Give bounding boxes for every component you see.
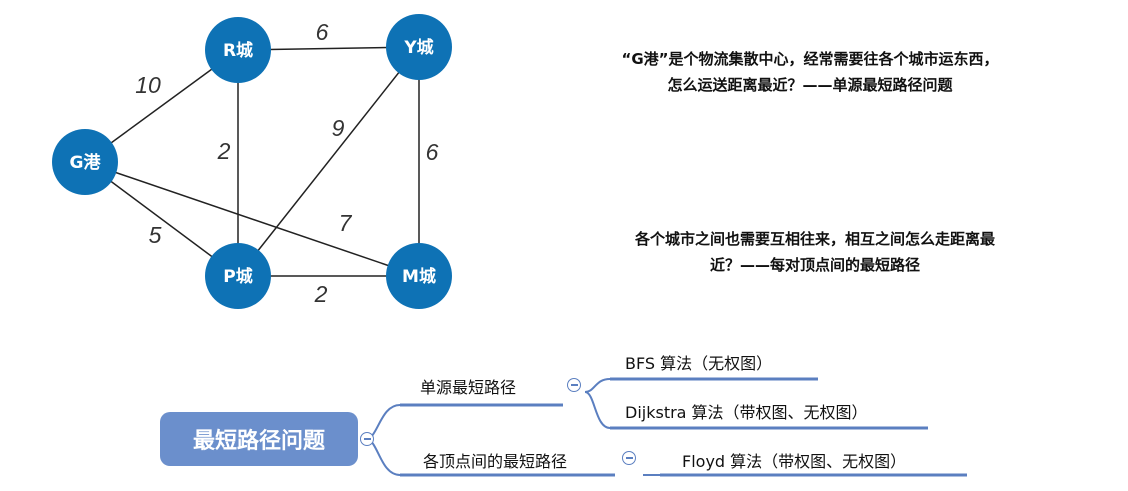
edge-G-M	[84, 161, 420, 277]
dijkstra-label[interactable]: Dijkstra 算法（带权图、无权图）	[625, 403, 868, 422]
edge-weight-Y-M: 6	[426, 139, 439, 165]
node-G	[52, 129, 118, 195]
edge-weight-Y-P: 9	[332, 115, 345, 141]
edge-weight-R-P: 2	[217, 138, 231, 164]
node-Y	[386, 14, 452, 80]
node-label-R: R城	[223, 41, 253, 61]
branch2-collapse-icon[interactable]	[622, 451, 636, 465]
edge-weight-G-M: 7	[339, 210, 353, 236]
node-R	[205, 17, 271, 83]
edge-weight-G-R: 10	[135, 72, 161, 98]
edge-Y-P	[237, 46, 420, 277]
floyd-label[interactable]: Floyd 算法（带权图、无权图）	[682, 452, 907, 471]
all-pairs-description-line2: 近？——每对顶点间的最短路径	[709, 256, 920, 274]
edge-weight-G-P: 5	[149, 222, 162, 248]
all-pairs-description: 各个城市之间也需要互相往来，相互之间怎么走距离最 近？——每对顶点间的最短路径	[570, 226, 1060, 278]
root-collapse-icon[interactable]	[360, 432, 374, 446]
edge-weight-P-M: 2	[314, 281, 328, 307]
node-P	[205, 243, 271, 309]
branch1-connector-bfs	[584, 378, 611, 393]
branch2-label[interactable]: 各顶点间的最短路径	[423, 452, 568, 471]
edge-weight-R-Y: 6	[316, 19, 329, 45]
mindmap-root-node[interactable]: 最短路径问题	[160, 412, 358, 466]
all-pairs-description-line1: 各个城市之间也需要互相往来，相互之间怎么走距离最	[634, 230, 995, 248]
branch1-connector-dijkstra	[584, 391, 611, 429]
bfs-label[interactable]: BFS 算法（无权图）	[625, 354, 773, 373]
node-label-M: M城	[402, 267, 436, 287]
single-source-description: “G港”是个物流集散中心，经常需要往各个城市运东西， 怎么运送距离最近？——单源…	[560, 46, 1060, 98]
branch1-label[interactable]: 单源最短路径	[420, 378, 517, 397]
branch1-collapse-icon[interactable]	[567, 378, 581, 392]
node-M	[386, 243, 452, 309]
single-source-description-line2: 怎么运送距离最近？——单源最短路径问题	[667, 76, 953, 94]
node-label-G: G港	[70, 152, 102, 173]
node-label-Y: Y城	[403, 38, 433, 58]
single-source-description-line1: “G港”是个物流集散中心，经常需要往各个城市运东西，	[621, 50, 999, 68]
node-label-P: P城	[223, 267, 252, 287]
